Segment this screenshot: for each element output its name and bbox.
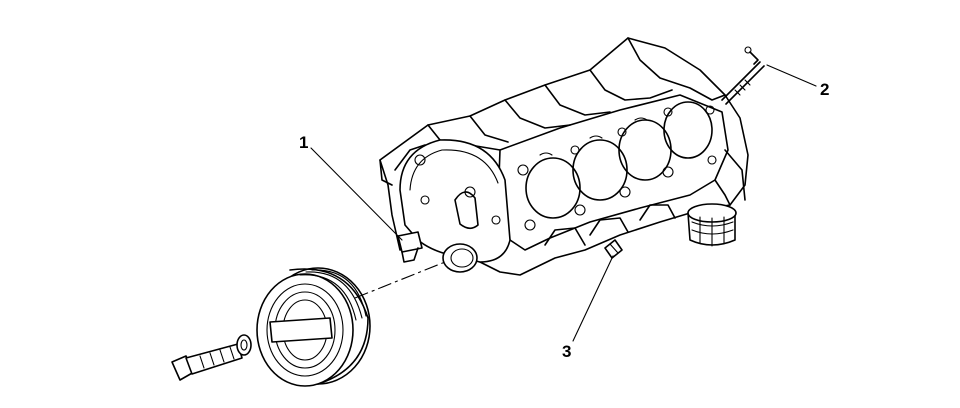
callout-3-leader xyxy=(572,255,614,342)
callout-3-label: 3 xyxy=(562,342,571,361)
crankshaft-balancer-pulley xyxy=(256,267,371,387)
assembly-centerline xyxy=(354,261,446,299)
front-timing-cover xyxy=(399,139,511,273)
callout-1-label: 1 xyxy=(299,133,308,152)
sensor-part-3 xyxy=(604,239,623,259)
callout-2-leader xyxy=(766,64,817,87)
crankshaft-position-sensor xyxy=(397,231,423,263)
balancer-bolt xyxy=(171,343,243,381)
balancer-washer xyxy=(236,334,252,356)
sensor-stud-part-2 xyxy=(721,46,765,105)
callout-1-leader xyxy=(310,147,403,241)
callout-2-label: 2 xyxy=(820,80,829,99)
